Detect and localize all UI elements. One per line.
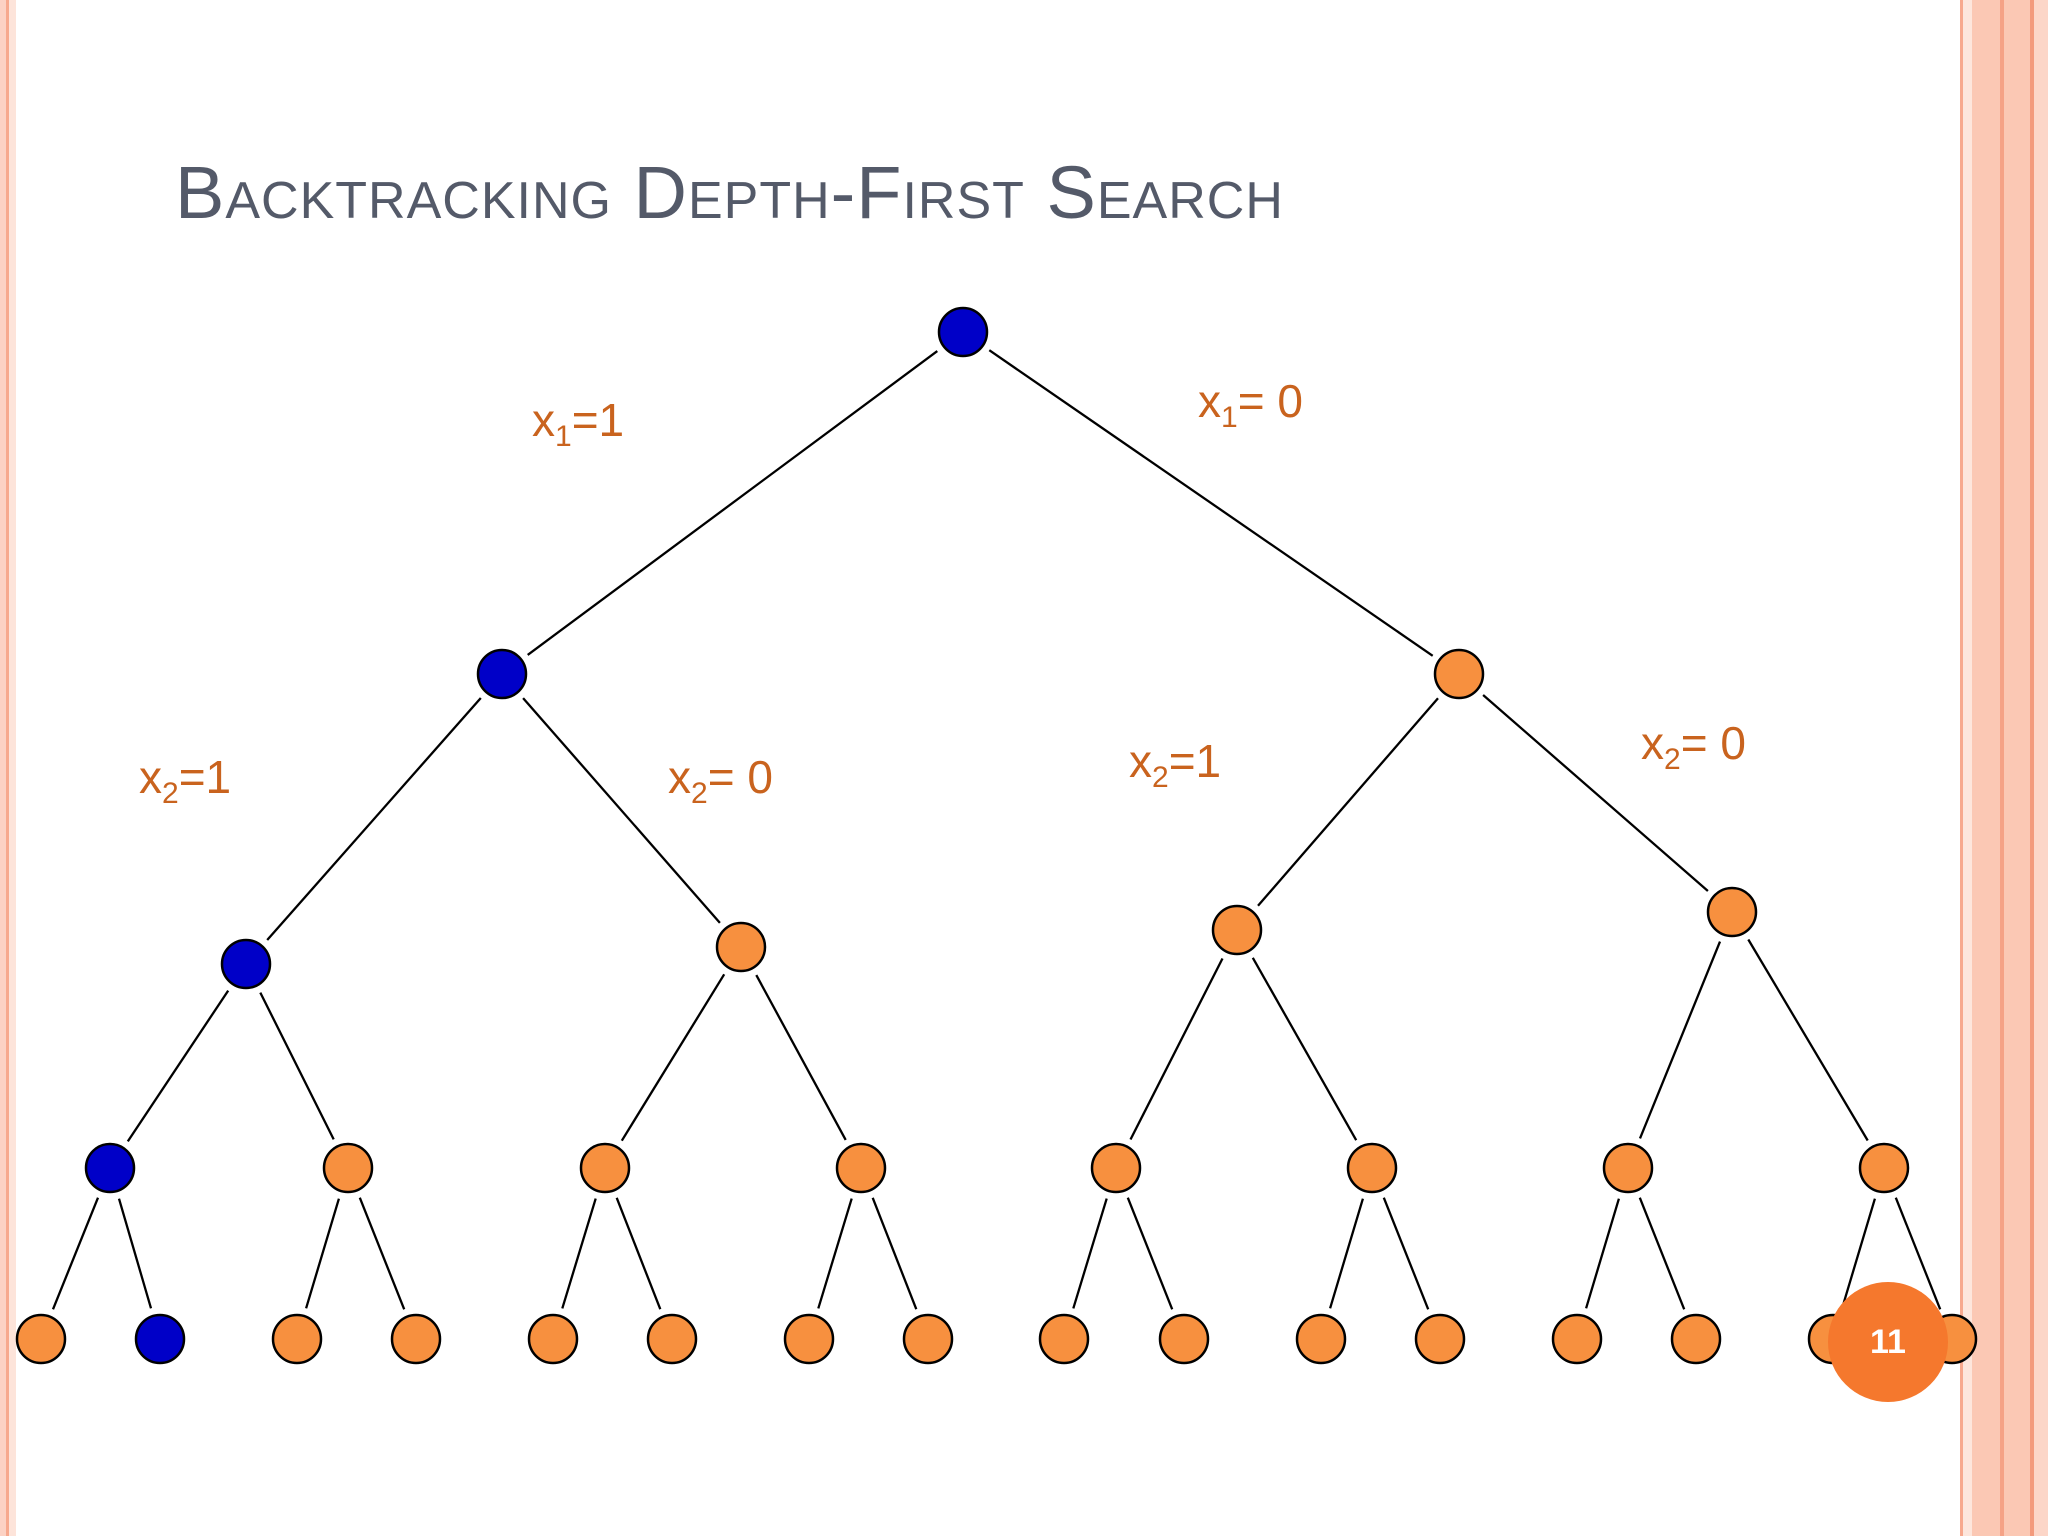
tree-edges [51, 349, 1942, 1310]
page-number-badge: 11 [1828, 1282, 1948, 1402]
unvisited-node [271, 1313, 323, 1365]
edge-label-x2-1-right: x2=1 [1129, 735, 1222, 794]
tree-edge [1482, 694, 1709, 892]
tree-edge [266, 697, 482, 941]
unvisited-node [646, 1313, 698, 1365]
tree-edge [1129, 957, 1224, 1141]
unvisited-node [1414, 1313, 1466, 1365]
unvisited-node [715, 921, 767, 973]
tree-edge [1840, 1198, 1877, 1309]
unvisited-node [390, 1313, 442, 1365]
unvisited-node [835, 1142, 887, 1194]
unvisited-node [1670, 1313, 1722, 1365]
slide-title: Backtracking Depth-First Search [175, 151, 1284, 234]
unvisited-node [1038, 1313, 1090, 1365]
unvisited-node [1858, 1142, 1910, 1194]
tree-edge [304, 1198, 341, 1309]
visited-node [84, 1142, 136, 1194]
visited-node [937, 306, 989, 358]
edge-label-x2-0-right: x2= 0 [1641, 717, 1746, 776]
unvisited-node [1295, 1313, 1347, 1365]
visited-node [134, 1313, 186, 1365]
edge-label-x1-0: x1= 0 [1198, 375, 1303, 434]
tree-edge [871, 1197, 918, 1310]
unvisited-node [1211, 904, 1263, 956]
tree-edge [1638, 1197, 1686, 1310]
tree-edge [1894, 1197, 1942, 1310]
unvisited-node [1551, 1313, 1603, 1365]
tree-edge [1382, 1197, 1430, 1310]
edge-label-x2-0-left: x2= 0 [668, 751, 773, 810]
tree-edge [358, 1197, 406, 1310]
tree-edge [259, 992, 335, 1140]
tree-edge [615, 1197, 662, 1310]
visited-node [220, 938, 272, 990]
unvisited-node [527, 1313, 579, 1365]
unvisited-node [1602, 1142, 1654, 1194]
unvisited-node [1433, 648, 1485, 700]
tree-edge [620, 973, 726, 1142]
tree-edge [51, 1197, 100, 1310]
tree-edge [1328, 1198, 1365, 1309]
unvisited-node [1706, 886, 1758, 938]
slide-border-right [1960, 0, 2048, 1536]
tree-edge [561, 1198, 597, 1309]
unvisited-node [902, 1313, 954, 1365]
unvisited-node [579, 1142, 631, 1194]
tree-edge [1747, 938, 1869, 1142]
tree-edge [126, 989, 230, 1143]
tree-nodes [15, 306, 1978, 1365]
tree-edge [1251, 957, 1358, 1141]
edge-label-x2-1-left: x2=1 [139, 751, 232, 810]
tree-edge [1584, 1198, 1621, 1309]
visited-node [476, 648, 528, 700]
tree-edge [527, 350, 938, 656]
tree-edge [817, 1198, 853, 1309]
unvisited-node [1090, 1142, 1142, 1194]
unvisited-node [322, 1142, 374, 1194]
tree-edge [988, 349, 1434, 657]
tree-edge [117, 1198, 153, 1309]
unvisited-node [1346, 1142, 1398, 1194]
tree-edge [1257, 697, 1439, 907]
unvisited-node [783, 1313, 835, 1365]
tree-edge [755, 974, 847, 1141]
tree-edge [522, 697, 721, 924]
slide-border-left [0, 0, 16, 1536]
tree-edge [1638, 941, 1722, 1139]
edge-label-x1-1: x1=1 [532, 394, 625, 453]
tree-edge [1072, 1198, 1108, 1309]
unvisited-node [1158, 1313, 1210, 1365]
tree-edge [1126, 1197, 1174, 1310]
unvisited-node [15, 1313, 67, 1365]
